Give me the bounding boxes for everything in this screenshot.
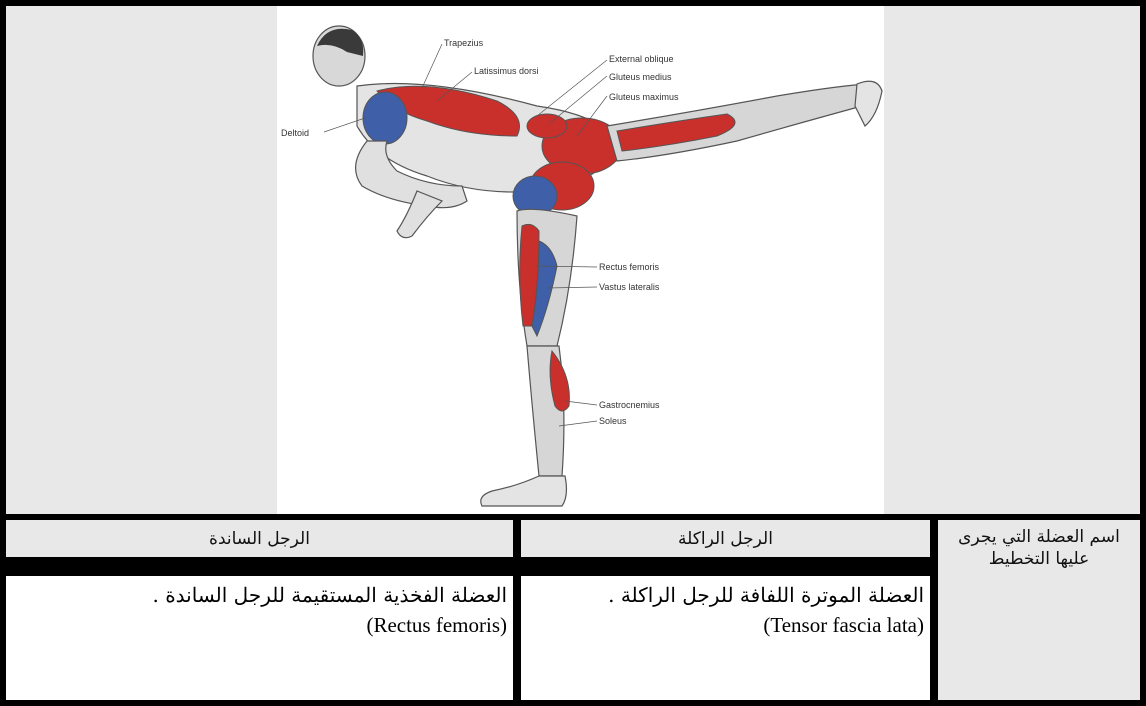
- standing-foot-shape: [481, 476, 567, 506]
- kicking-leg-muscle-latin: (Tensor fascia lata): [527, 610, 924, 640]
- header-kicking-leg: الرجل الراكلة: [521, 520, 930, 557]
- label-trapezius: Trapezius: [444, 38, 484, 48]
- gluteus-medius-muscle: [527, 114, 567, 138]
- anatomy-illustration: Trapezius Latissimus dorsi Deltoid Exter…: [277, 6, 884, 514]
- muscle-anatomy-figure: Trapezius Latissimus dorsi Deltoid Exter…: [277, 6, 884, 514]
- row-header-muscle-name: اسم العضلة التي يجرى عليها التخطيط: [938, 520, 1140, 700]
- label-soleus: Soleus: [599, 416, 627, 426]
- standing-leg-muscle-cell: العضلة الفخذية المستقيمة للرجل الساندة .…: [6, 576, 513, 700]
- standing-leg-muscle-text: العضلة الفخذية المستقيمة للرجل الساندة .: [152, 583, 507, 607]
- label-vastus-lateralis: Vastus lateralis: [599, 282, 660, 292]
- image-cell: Trapezius Latissimus dorsi Deltoid Exter…: [6, 6, 1140, 514]
- label-external-oblique: External oblique: [609, 54, 674, 64]
- label-gluteus-maximus: Gluteus maximus: [609, 92, 679, 102]
- label-gastrocnemius: Gastrocnemius: [599, 400, 660, 410]
- kicking-leg-muscle-text: العضلة الموترة اللفافة للرجل الراكلة .: [608, 583, 924, 607]
- label-gluteus-medius: Gluteus medius: [609, 72, 672, 82]
- standing-leg-muscle-latin: (Rectus femoris): [12, 610, 507, 640]
- label-latissimus-dorsi: Latissimus dorsi: [474, 66, 539, 76]
- header-standing-leg: الرجل الساندة: [6, 520, 513, 557]
- label-rectus-femoris: Rectus femoris: [599, 262, 660, 272]
- kicking-leg-muscle-cell: العضلة الموترة اللفافة للرجل الراكلة . (…: [521, 576, 930, 700]
- kicking-foot-shape: [855, 81, 882, 126]
- label-deltoid: Deltoid: [281, 128, 309, 138]
- deltoid-muscle: [363, 92, 407, 144]
